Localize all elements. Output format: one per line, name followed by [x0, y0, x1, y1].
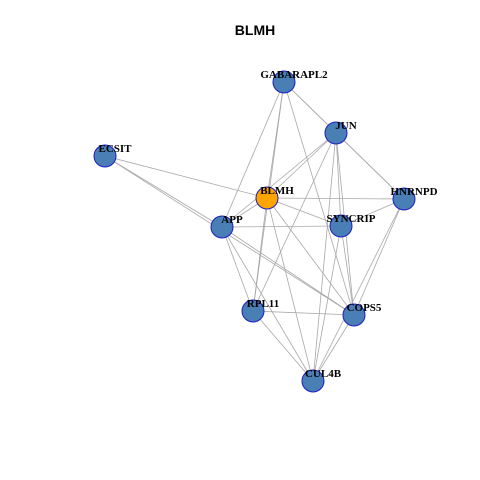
- node-cops5: [342, 303, 366, 327]
- node-label-syncrip: SYNCRIP: [327, 213, 376, 225]
- node-rpl11: [241, 299, 265, 323]
- graph-title: BLMH: [235, 22, 275, 38]
- edge-app-rpl11: [221, 226, 254, 312]
- edge-blmh-cul4b: [266, 197, 314, 382]
- edge-blmh-hnrnpd: [266, 197, 405, 200]
- edge-app-cul4b: [221, 226, 314, 382]
- edge-syncrip-cops5: [340, 225, 355, 316]
- edge-ecsit-app: [104, 155, 223, 228]
- node-app: [210, 215, 234, 239]
- node-label-rpl11: RPL11: [247, 298, 279, 310]
- node-label-app: APP: [221, 214, 243, 226]
- node-label-blmh: BLMH: [260, 185, 294, 197]
- edge-jun-blmh: [266, 132, 337, 199]
- edge-app-syncrip: [221, 225, 342, 228]
- edge-jun-app: [221, 132, 337, 228]
- node-label-cops5: COPS5: [347, 302, 382, 314]
- edge-blmh-cops5: [266, 197, 355, 316]
- edge-hnrnpd-cops5: [353, 198, 405, 316]
- edge-rpl11-cops5: [252, 310, 355, 316]
- edge-rpl11-cul4b: [252, 310, 314, 382]
- node-label-cul4b: CUL4B: [305, 368, 342, 380]
- edge-cops5-cul4b: [312, 314, 355, 382]
- edge-ecsit-blmh: [104, 155, 268, 199]
- node-hnrnpd: [392, 187, 416, 211]
- edge-blmh-syncrip: [266, 197, 342, 227]
- edge-jun-cul4b: [312, 132, 337, 382]
- node-label-hnrnpd: HNRNPD: [390, 186, 437, 198]
- edge-jun-hnrnpd: [335, 132, 405, 200]
- node-gabarapl2: [272, 70, 296, 94]
- node-label-ecsit: ECSIT: [98, 143, 132, 155]
- node-cul4b: [301, 369, 325, 393]
- edge-blmh-rpl11: [252, 197, 268, 312]
- edge-jun-rpl11: [252, 132, 337, 312]
- edge-syncrip-cul4b: [312, 225, 342, 382]
- node-label-jun: JUN: [335, 120, 356, 132]
- edge-hnrnpd-cul4b: [312, 198, 405, 382]
- edge-jun-syncrip: [335, 132, 342, 227]
- node-syncrip: [329, 214, 353, 238]
- node-jun: [324, 121, 348, 145]
- node-layer: [93, 70, 416, 393]
- edge-gabarapl2-app: [221, 81, 285, 228]
- node-ecsit: [93, 144, 117, 168]
- node-blmh: [255, 186, 279, 210]
- edge-layer: [104, 81, 405, 382]
- node-label-gabarapl2: GABARAPL2: [260, 69, 328, 81]
- edge-app-cops5: [221, 226, 355, 316]
